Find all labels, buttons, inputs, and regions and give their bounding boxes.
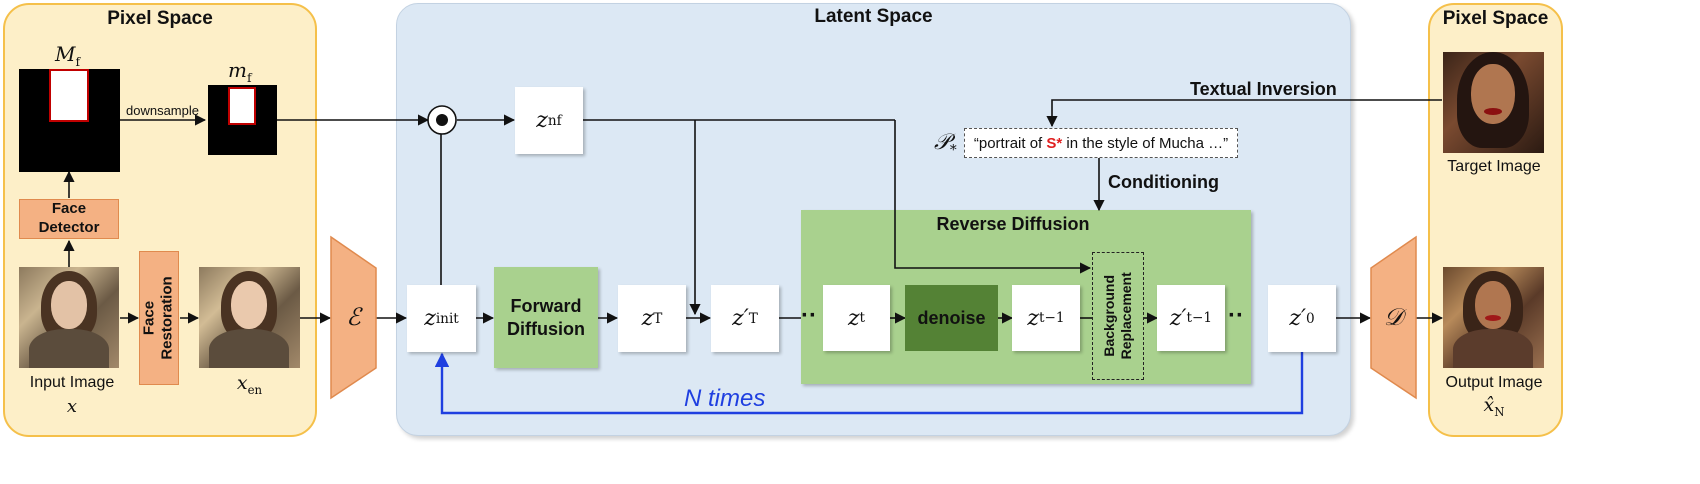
face-detector-box: Face Detector: [19, 199, 119, 239]
input-image-face: [51, 281, 87, 329]
enhanced-image: [199, 267, 300, 368]
denoise-box: denoise: [905, 285, 998, 351]
enhanced-image-var: xen: [236, 372, 263, 397]
target-image-face: [1471, 64, 1515, 124]
latent-space-title: Latent Space: [814, 6, 933, 27]
ellipsis-right: ··: [1228, 302, 1244, 329]
target-image-lips: [1484, 108, 1502, 115]
prompt-text-after: in the style of Mucha …”: [1062, 134, 1229, 152]
mask-full-image: [19, 69, 120, 172]
output-image-lips: [1485, 315, 1501, 321]
downsample-label: downsample: [126, 103, 199, 118]
input-image-body: [29, 329, 109, 368]
face-restoration-label: Face Restoration: [141, 276, 176, 360]
forward-diffusion-box: Forward Diffusion: [494, 267, 598, 368]
mask-face-region: [49, 69, 89, 122]
face-restoration-box: Face Restoration: [139, 251, 179, 385]
pixel-space-title-right: Pixel Space: [1442, 8, 1549, 29]
output-image-face: [1475, 281, 1511, 329]
input-image: [19, 267, 119, 368]
mask-small-label: mf: [228, 58, 252, 85]
background-replacement-label: Background Replacement: [1101, 272, 1134, 360]
mask-full-label: Mf: [55, 42, 81, 69]
prompt-box: “portrait of S* in the style of Mucha …”: [964, 128, 1238, 158]
znf-to-background-replacement: [894, 120, 1092, 274]
decoder-shape: [1370, 235, 1417, 400]
textual-inversion-arrow: [1046, 99, 1442, 128]
output-image-var: x̂N: [1483, 394, 1505, 419]
reverse-diffusion-title: Reverse Diffusion: [936, 214, 1090, 234]
n-times-label: N times: [684, 385, 766, 412]
encoder-shape: [330, 235, 377, 400]
enhanced-image-body: [209, 329, 289, 368]
output-image-body: [1453, 329, 1533, 368]
target-image: [1443, 52, 1544, 153]
decoder-symbol: 𝒟: [1383, 303, 1404, 331]
enhanced-image-face: [231, 281, 267, 329]
prompt-token: S*: [1046, 134, 1063, 152]
input-image-label: Input Image: [29, 374, 115, 391]
pixel-space-title-left: Pixel Space: [107, 8, 213, 29]
mask-small-face-region: [228, 87, 256, 125]
output-image: [1443, 267, 1544, 368]
z-0-prime-box: z′0: [1268, 285, 1336, 352]
output-image-label: Output Image: [1445, 374, 1543, 391]
prompt-symbol: 𝒫*: [934, 130, 957, 159]
input-image-var: x: [66, 396, 78, 417]
prompt-text-before: “portrait of: [973, 134, 1047, 152]
encoder-symbol: ℰ: [346, 303, 361, 331]
z-T-prime-box: z′T: [711, 285, 779, 352]
elementwise-multiply-node: [427, 105, 457, 135]
conditioning-label: Conditioning: [1108, 172, 1219, 192]
mask-small-image: [208, 85, 277, 155]
n-times-loop-arrow: [434, 352, 1304, 415]
textual-inversion-label: Textual Inversion: [1190, 79, 1337, 99]
target-image-label: Target Image: [1447, 158, 1541, 175]
background-replacement-box: Background Replacement: [1092, 252, 1144, 380]
ellipsis-left: ··: [801, 302, 817, 329]
z-t-minus-1-prime-box: z′t−1: [1157, 285, 1225, 351]
